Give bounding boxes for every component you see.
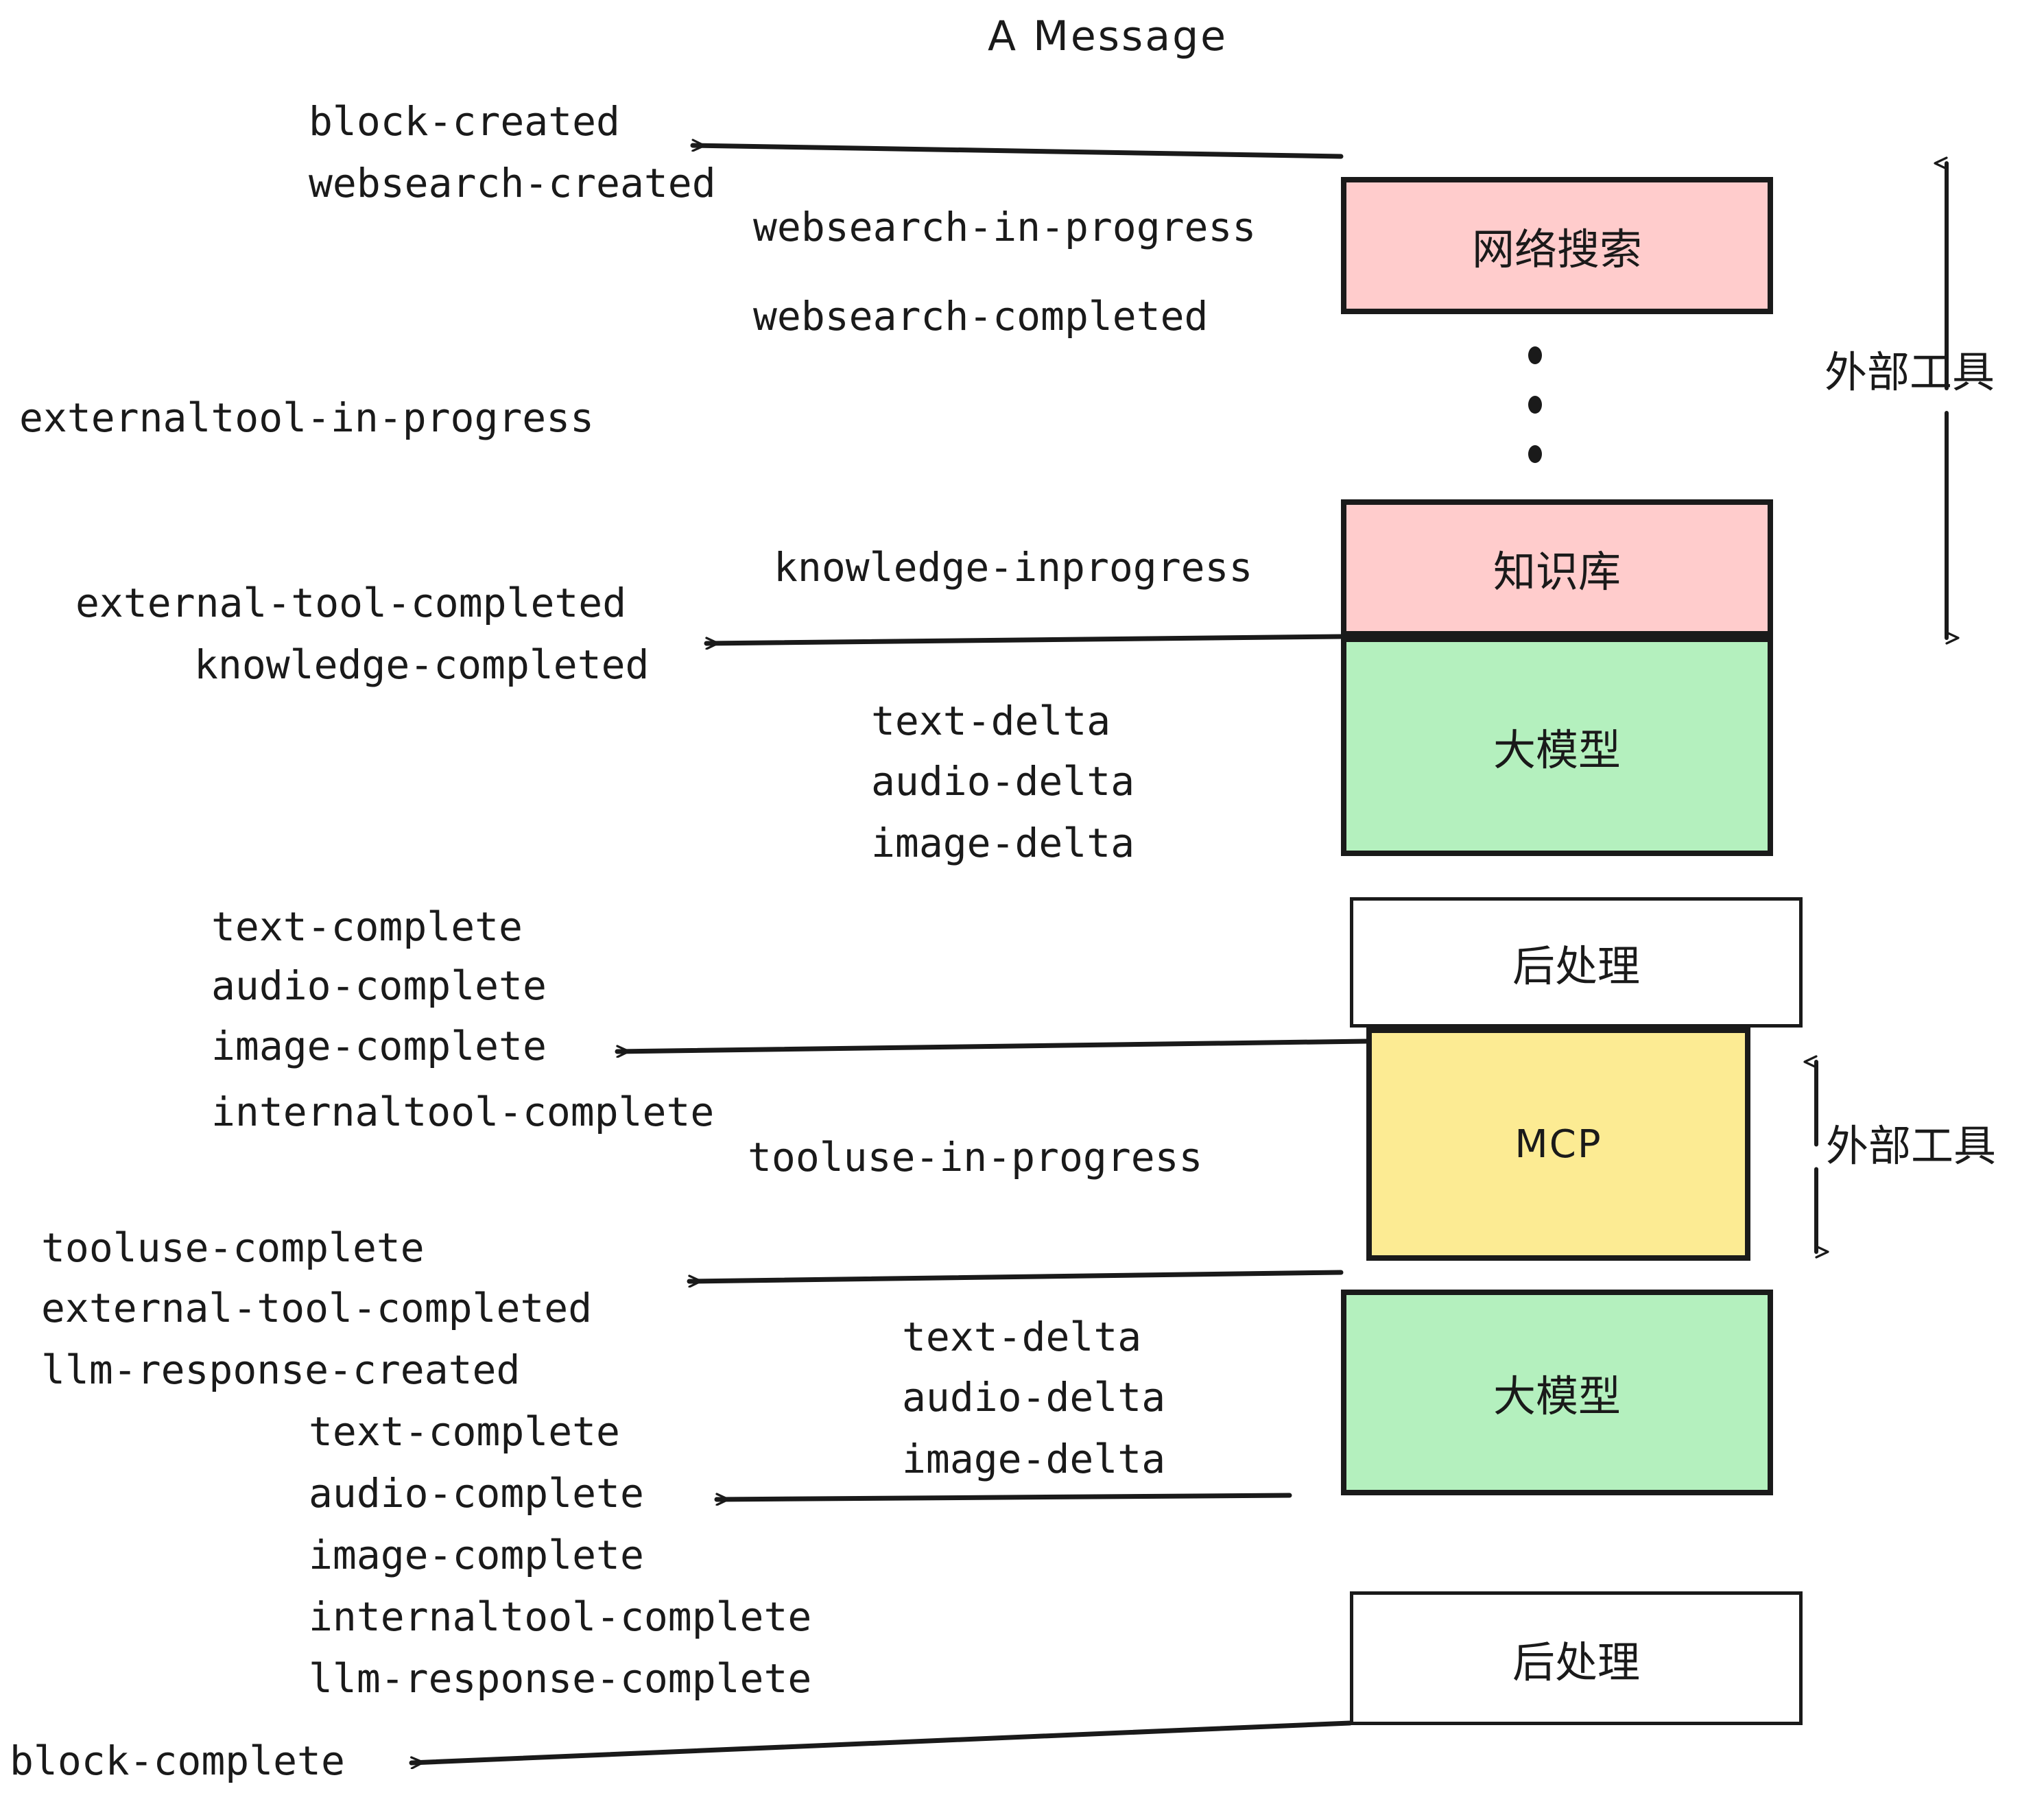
event-label-externaltool-in-progress: externaltool-in-progress	[19, 394, 595, 441]
event-label-external-tool-completed-1: external-tool-completed	[75, 580, 627, 626]
event-label-llm-response-created: llm-response-created	[41, 1346, 521, 1393]
event-label-knowledge-completed: knowledge-completed	[194, 641, 650, 688]
node-box-knowledge[interactable]: 知识库	[1341, 499, 1773, 637]
event-label-websearch-completed: websearch-completed	[753, 293, 1209, 340]
event-label-block-created: block-created	[309, 98, 620, 145]
event-label-audio-delta-1: audio-delta	[871, 758, 1135, 805]
node-box-llm-bottom[interactable]: 大模型	[1341, 1290, 1773, 1495]
node-label-mcp: MCP	[1514, 1121, 1602, 1167]
event-label-text-complete-2: text-complete	[309, 1408, 620, 1455]
node-label-knowledge: 知识库	[1493, 547, 1621, 597]
event-label-audio-delta-2: audio-delta	[902, 1374, 1166, 1421]
event-label-knowledge-inprogress: knowledge-inprogress	[774, 544, 1253, 591]
node-label-post-top: 后处理	[1512, 941, 1640, 991]
event-label-llm-response-complete: llm-response-complete	[309, 1655, 812, 1702]
event-label-text-complete-1: text-complete	[211, 903, 523, 950]
arrow-llm2-to-tooluse-complete	[687, 1270, 1344, 1281]
group-label-external-tool-bottom: 外部工具	[1826, 1121, 1997, 1171]
arrow-llm-to-knowledge-completed	[704, 634, 1344, 643]
node-label-llm-top: 大模型	[1493, 725, 1621, 775]
event-label-image-complete-2: image-complete	[309, 1532, 644, 1578]
node-box-post-top[interactable]: 后处理	[1350, 897, 1803, 1028]
event-label-block-complete: block-complete	[10, 1737, 345, 1784]
node-label-llm-bottom: 大模型	[1493, 1371, 1621, 1421]
event-label-external-tool-completed-2: external-tool-completed	[41, 1285, 593, 1331]
arrow-mcp-to-image-complete	[615, 1039, 1369, 1052]
event-label-audio-complete-1: audio-complete	[211, 962, 547, 1009]
event-label-websearch-in-progress: websearch-in-progress	[753, 204, 1257, 250]
node-box-websearch[interactable]: 网络搜索	[1341, 177, 1773, 314]
event-label-websearch-created: websearch-created	[309, 160, 716, 206]
ellipsis-dot-1	[1528, 346, 1542, 364]
node-label-websearch: 网络搜索	[1471, 224, 1642, 274]
event-label-image-complete-1: image-complete	[211, 1023, 547, 1069]
event-label-internaltool-complete-2: internaltool-complete	[309, 1593, 812, 1640]
ellipsis-dot-3	[1528, 445, 1542, 463]
event-label-tooluse-complete: tooluse-complete	[41, 1224, 425, 1271]
event-label-image-delta-2: image-delta	[902, 1436, 1166, 1482]
node-box-post-bottom[interactable]: 后处理	[1350, 1591, 1803, 1725]
ellipsis-dot-2	[1528, 396, 1542, 414]
span-arrow-layer	[1816, 163, 1947, 1252]
group-label-external-tool-top: 外部工具	[1825, 347, 1995, 397]
event-label-internaltool-complete-1: internaltool-complete	[211, 1089, 715, 1135]
event-label-audio-complete-2: audio-complete	[309, 1470, 644, 1517]
event-label-text-delta-2: text-delta	[902, 1314, 1142, 1360]
page-title: A Message	[988, 12, 1228, 60]
arrow-websearch-to-block-created	[690, 145, 1344, 159]
arrow-layer	[409, 145, 1369, 1763]
node-label-post-bottom: 后处理	[1512, 1637, 1640, 1687]
node-box-mcp[interactable]: MCP	[1366, 1028, 1750, 1261]
arrow-llm2-to-audio-complete	[714, 1495, 1292, 1499]
event-label-tooluse-in-progress: tooluse-in-progress	[748, 1134, 1203, 1180]
ellipsis-dots	[1528, 346, 1542, 463]
event-label-image-delta-1: image-delta	[871, 820, 1135, 866]
arrow-post-to-block-complete	[409, 1720, 1353, 1763]
event-label-text-delta-1: text-delta	[871, 698, 1111, 744]
node-box-llm-top[interactable]: 大模型	[1341, 637, 1773, 856]
